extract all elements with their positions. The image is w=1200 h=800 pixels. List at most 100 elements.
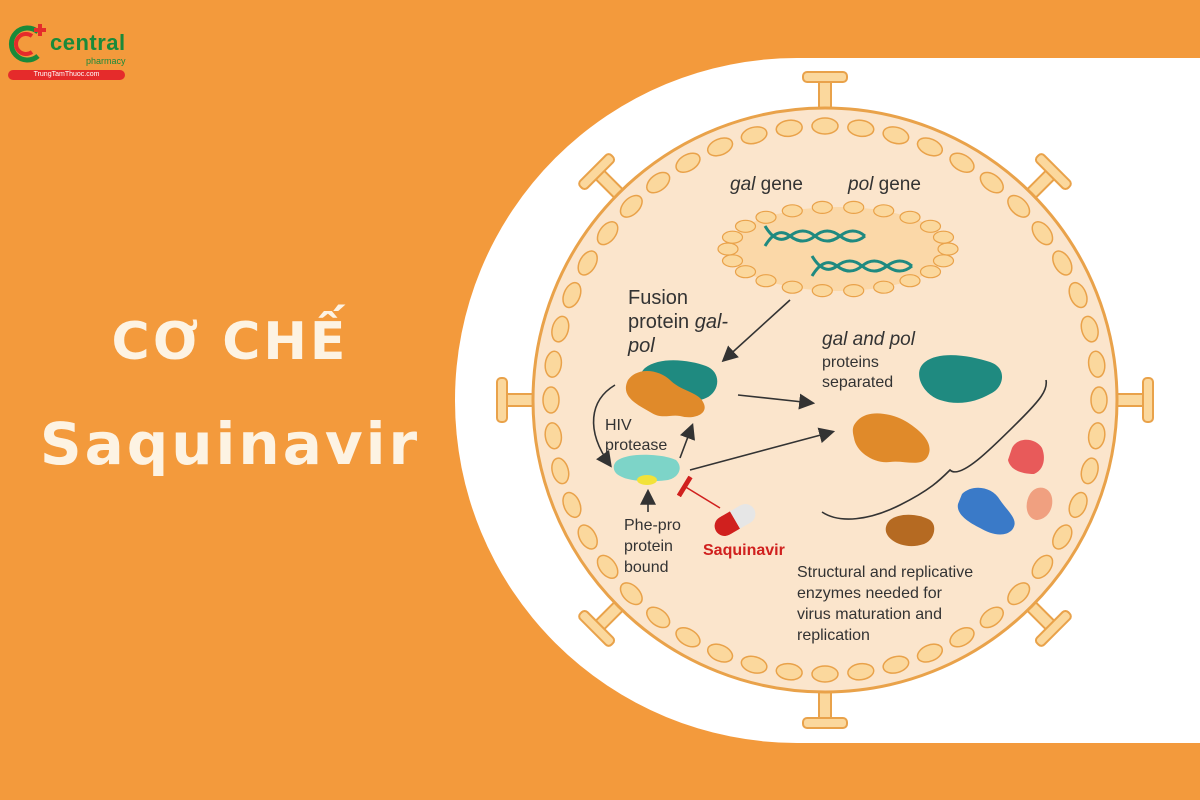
membrane-bead: [1068, 491, 1088, 519]
membrane-bead: [619, 194, 643, 218]
membrane-bead: [740, 126, 768, 145]
membrane-bead: [706, 137, 734, 157]
membrane-bead: [811, 117, 839, 135]
structural-label-3: virus maturation and: [797, 606, 942, 623]
nucleus-bead: [721, 254, 744, 268]
membrane-bead: [949, 152, 975, 173]
nucleus-bead: [811, 284, 833, 298]
membrane-bead: [1090, 386, 1108, 414]
nucleus-bead: [843, 200, 865, 214]
nucleus-bead: [932, 254, 955, 268]
pol-gene-label: pol gene: [847, 174, 921, 195]
hiv-label-2: protease: [605, 437, 667, 454]
nucleus-bead: [717, 242, 739, 256]
membrane-bead: [916, 643, 944, 663]
membrane-bead: [979, 606, 1004, 629]
gal-protein-teal: [919, 355, 1003, 403]
membrane-bead: [775, 119, 803, 138]
spike: [578, 599, 626, 647]
membrane-bead: [675, 627, 701, 648]
nucleus-bead: [781, 204, 803, 218]
enzyme-blue-blob: [957, 487, 1015, 535]
spike: [496, 377, 536, 423]
saquinavir-label: Saquinavir: [703, 542, 785, 559]
membrane-bead: [551, 315, 570, 343]
phe-label-3: bound: [624, 559, 669, 576]
dna-helix-icon: [763, 225, 913, 277]
membrane-bead: [1080, 457, 1099, 485]
logo-mark-icon: [8, 24, 46, 63]
membrane-bead: [596, 554, 619, 579]
membrane-bead: [562, 491, 582, 519]
membrane-bead: [1087, 422, 1106, 450]
separated-label-3: separated: [822, 374, 893, 391]
membrane-bead: [811, 665, 839, 683]
membrane-bead: [596, 221, 619, 246]
spike: [802, 71, 848, 111]
structural-label-2: enzymes needed for: [797, 585, 943, 602]
membrane-bead: [740, 655, 768, 674]
membrane-bead: [882, 126, 910, 145]
nucleus-bead: [755, 274, 777, 288]
brand-sub: pharmacy: [86, 56, 126, 66]
nucleus-bead: [937, 242, 959, 256]
membrane-bead: [646, 606, 671, 629]
enzyme-salmon-blob: [1026, 487, 1053, 520]
inhibition-line: [676, 475, 721, 509]
membrane-bead: [1080, 315, 1099, 343]
brand-logo: central pharmacy TrungTamThuoc.com: [8, 22, 133, 84]
fusion-protein-orange: [625, 370, 705, 418]
virus-envelope: [531, 106, 1119, 694]
virus-spikes: [496, 71, 1154, 729]
grouping-brace: [821, 379, 1048, 520]
phe-label-2: protein: [624, 538, 673, 555]
spike: [1114, 377, 1154, 423]
membrane-bead: [775, 662, 803, 681]
nucleus-bead: [781, 280, 803, 294]
separated-label-1: gal and pol: [822, 329, 916, 350]
membrane-bead: [706, 643, 734, 663]
spike: [1024, 599, 1072, 647]
membrane-bead: [577, 524, 598, 550]
hiv-protease: [613, 454, 680, 482]
nucleus-bead: [721, 230, 744, 244]
nucleus-bead: [899, 210, 921, 224]
membrane-bead: [1031, 221, 1054, 246]
membrane-bead: [675, 152, 701, 173]
brand-site: TrungTamThuoc.com: [8, 70, 125, 80]
phe-label-1: Phe-pro: [624, 517, 681, 534]
enzyme-brown-blob: [885, 514, 935, 547]
spike: [802, 689, 848, 729]
nucleus-bead: [873, 204, 895, 218]
pill-icon: [714, 504, 756, 536]
membrane-bead: [1007, 582, 1031, 606]
membrane-bead: [544, 422, 563, 450]
membrane-bead: [916, 137, 944, 157]
membrane-bead: [979, 171, 1004, 194]
membrane-bead: [577, 250, 598, 276]
membrane-bead: [882, 655, 910, 674]
nucleus-bead: [899, 274, 921, 288]
membrane-bead: [1052, 524, 1073, 550]
title-line-1: CƠ CHẾ: [111, 312, 349, 372]
membrane-bead: [1087, 350, 1106, 378]
title-line-2: Saquinavir: [39, 410, 421, 478]
membrane-bead: [544, 350, 563, 378]
membrane-bead: [847, 119, 875, 138]
membrane-beads: [542, 117, 1108, 683]
nucleus-bead: [919, 265, 942, 279]
nucleus-bead: [755, 210, 777, 224]
nucleus-bead: [811, 200, 833, 214]
membrane-bead: [1068, 281, 1088, 309]
pol-protein-orange: [852, 413, 930, 463]
phe-pro-substrate: [637, 475, 657, 485]
hiv-label-1: HIV: [605, 417, 632, 434]
structural-label-1: Structural and replicative: [797, 564, 973, 581]
nucleus-bead: [843, 284, 865, 298]
nucleus-bead: [932, 230, 955, 244]
nucleus-bead: [873, 280, 895, 294]
structural-label-4: replication: [797, 627, 870, 644]
membrane-bead: [1007, 194, 1031, 218]
membrane-bead: [949, 627, 975, 648]
